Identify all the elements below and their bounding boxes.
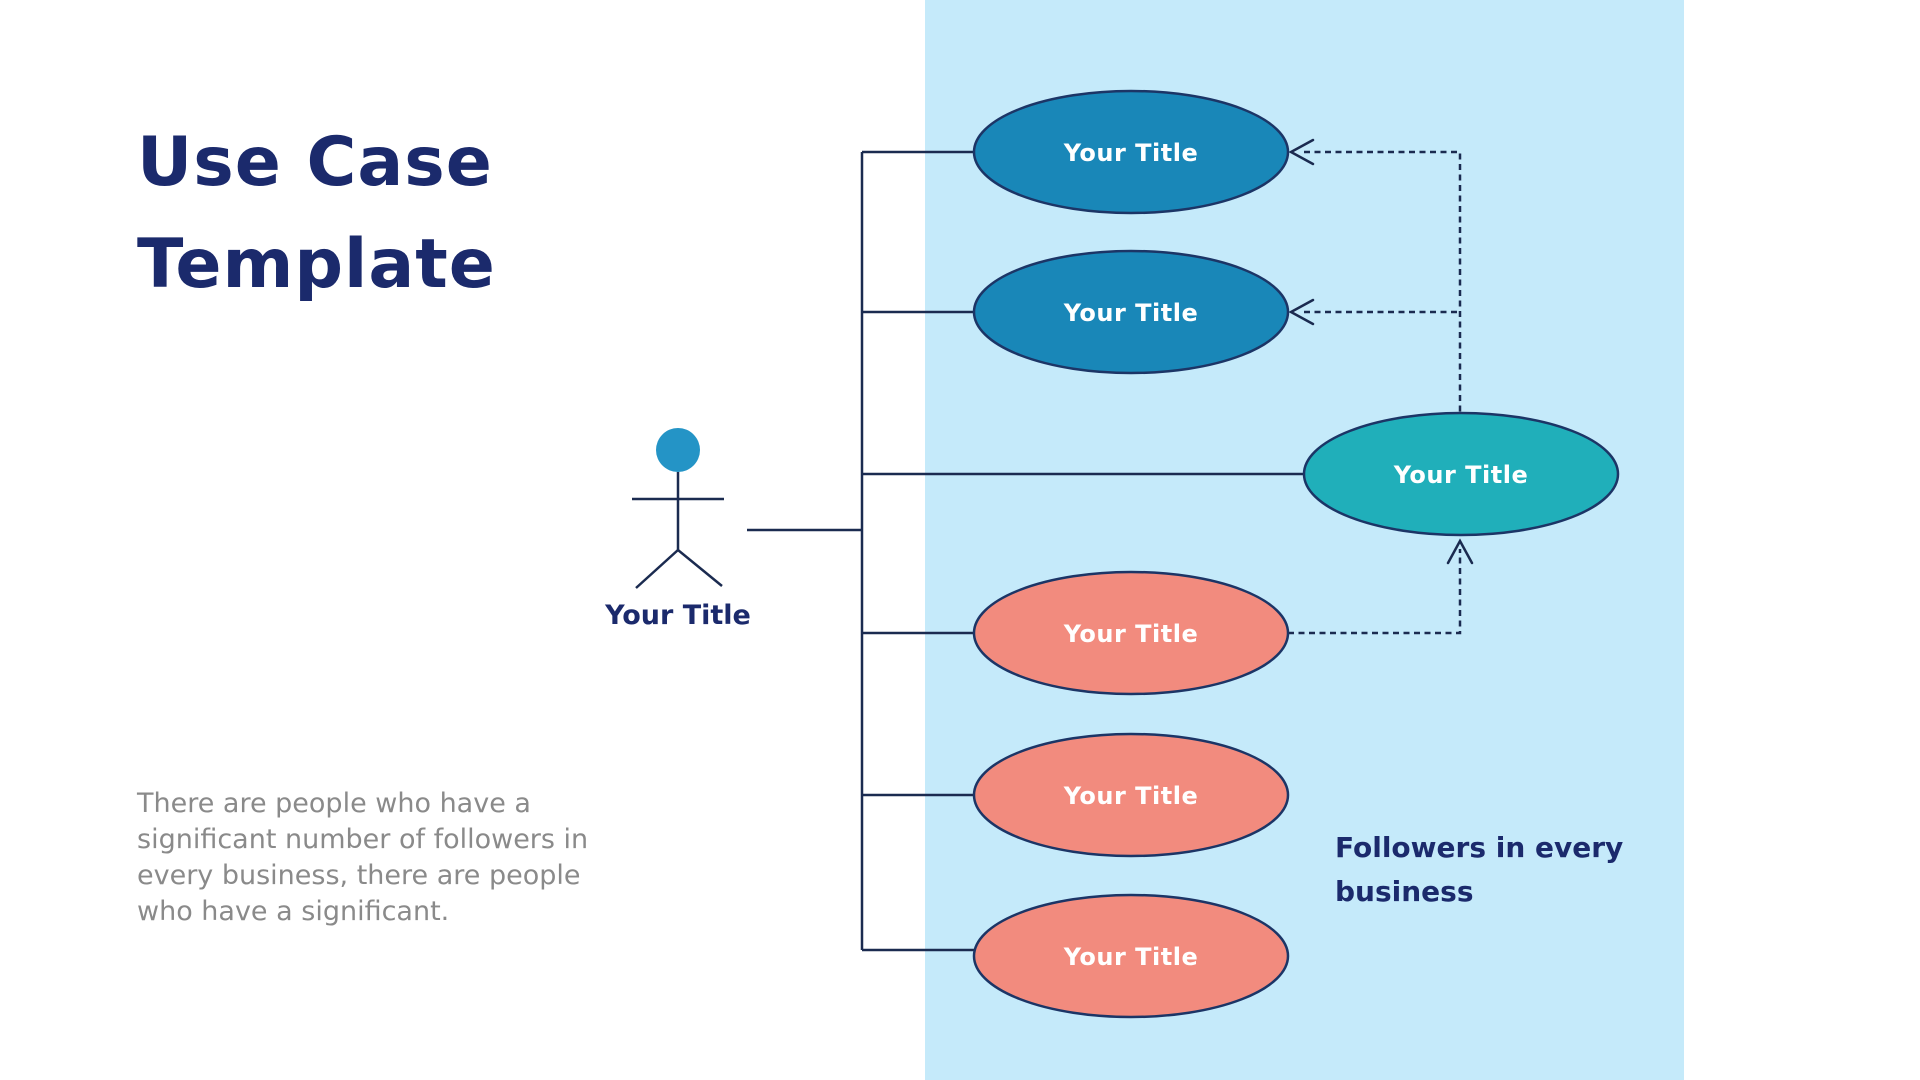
- use-case-node-3: Your Title: [1302, 411, 1620, 537]
- use-case-node-4: Your Title: [972, 570, 1290, 696]
- use-case-ellipse-3: [1302, 411, 1620, 537]
- use-case-node-2: Your Title: [972, 249, 1290, 375]
- actor-head-icon: [656, 428, 700, 472]
- panel-caption: Followers in every business: [1335, 831, 1624, 908]
- association-lines: [747, 150, 1310, 952]
- description-text: There are people who have a significant …: [137, 788, 589, 927]
- use-case-node-5: Your Title: [972, 732, 1290, 858]
- use-case-ellipse-4: [972, 570, 1290, 696]
- use-case-node-1: Your Title: [972, 89, 1290, 215]
- actor-label: Your Title: [605, 600, 751, 631]
- use-case-label-1: Your Title: [1063, 139, 1199, 167]
- use-case-label-6: Your Title: [1063, 943, 1199, 971]
- dashed-path-top: [1304, 150, 1462, 412]
- dependency-lines: [1288, 138, 1474, 635]
- use-case-ellipse-6: [972, 893, 1290, 1019]
- use-case-ellipse-2: [972, 249, 1290, 375]
- dashed-path-bottom: [1288, 549, 1462, 635]
- use-case-label-4: Your Title: [1063, 620, 1199, 648]
- use-case-label-5: Your Title: [1063, 782, 1199, 810]
- use-case-label-2: Your Title: [1063, 299, 1199, 327]
- use-case-ellipse-1: [972, 89, 1290, 215]
- actor-legs: [635, 548, 723, 589]
- actor-figure: [632, 428, 724, 589]
- use-case-label-3: Your Title: [1393, 461, 1529, 489]
- use-case-node-6: Your Title: [972, 893, 1290, 1019]
- dashed-arrowhead-up: [1446, 538, 1474, 565]
- dashed-arrowhead-left-1: [1288, 138, 1315, 166]
- dashed-arrowhead-left-2: [1288, 298, 1315, 326]
- page-title: Use Case Template: [137, 123, 496, 304]
- use-case-ellipse-5: [972, 732, 1290, 858]
